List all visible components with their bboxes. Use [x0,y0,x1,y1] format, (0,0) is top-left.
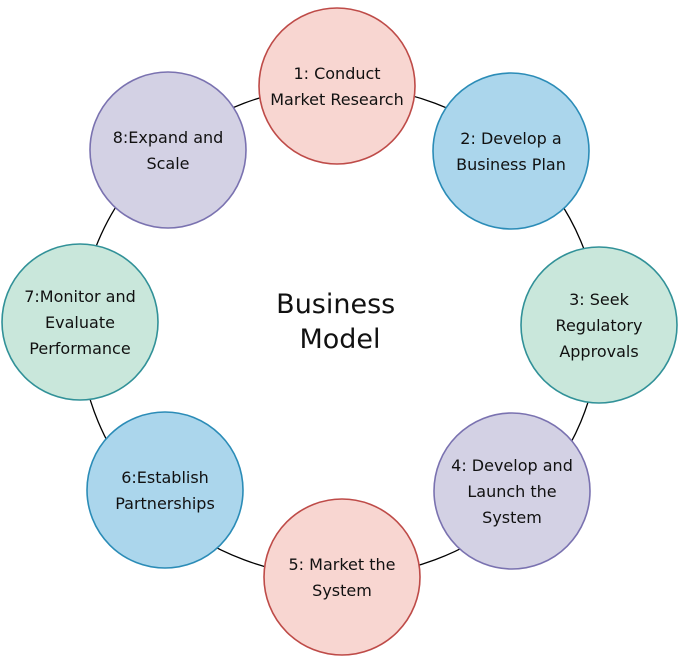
node-label-2: 2: Develop a Business Plan [456,129,566,174]
node-circle-5[interactable] [263,498,421,656]
node-circle-6[interactable] [86,411,244,569]
node-label-line: Launch the [467,482,556,501]
diagram-title-line-2: Model [299,324,380,355]
node-circle-7[interactable] [1,243,159,401]
node-label-line: 6:Establish [121,468,209,487]
node-label-line: 4: Develop and [451,456,573,475]
node-label-line: 7:Monitor and [24,287,136,306]
node-label-line: System [482,508,542,527]
node-circle-3[interactable] [520,246,678,404]
node-label-line: System [312,581,372,600]
node-label-line: Regulatory [556,316,643,335]
node-circle-2[interactable] [432,72,590,230]
node-label-line: Business Plan [456,155,566,174]
diagram-title-line-1: Business [276,289,395,320]
node-circle-4[interactable] [433,412,591,570]
node-label-line: Performance [29,339,130,358]
process-node-2[interactable]: 2: Develop a Business Plan [432,72,590,230]
node-label-line: 2: Develop a [460,129,561,148]
node-label-line: Evaluate [45,313,115,332]
node-label-line: 3: Seek [569,290,630,309]
node-label-line: 5: Market the [289,555,396,574]
node-label-line: Partnerships [115,494,215,513]
node-circle-8[interactable] [89,71,247,229]
node-label-line: 1: Conduct [293,64,380,83]
node-label-line: 8:Expand and [113,128,224,147]
node-label-line: Approvals [559,342,638,361]
node-label-line: Market Research [270,90,403,109]
node-label-line: Scale [146,154,189,173]
diagram-title: Business Model [276,289,404,355]
node-circle-1[interactable] [258,7,416,165]
